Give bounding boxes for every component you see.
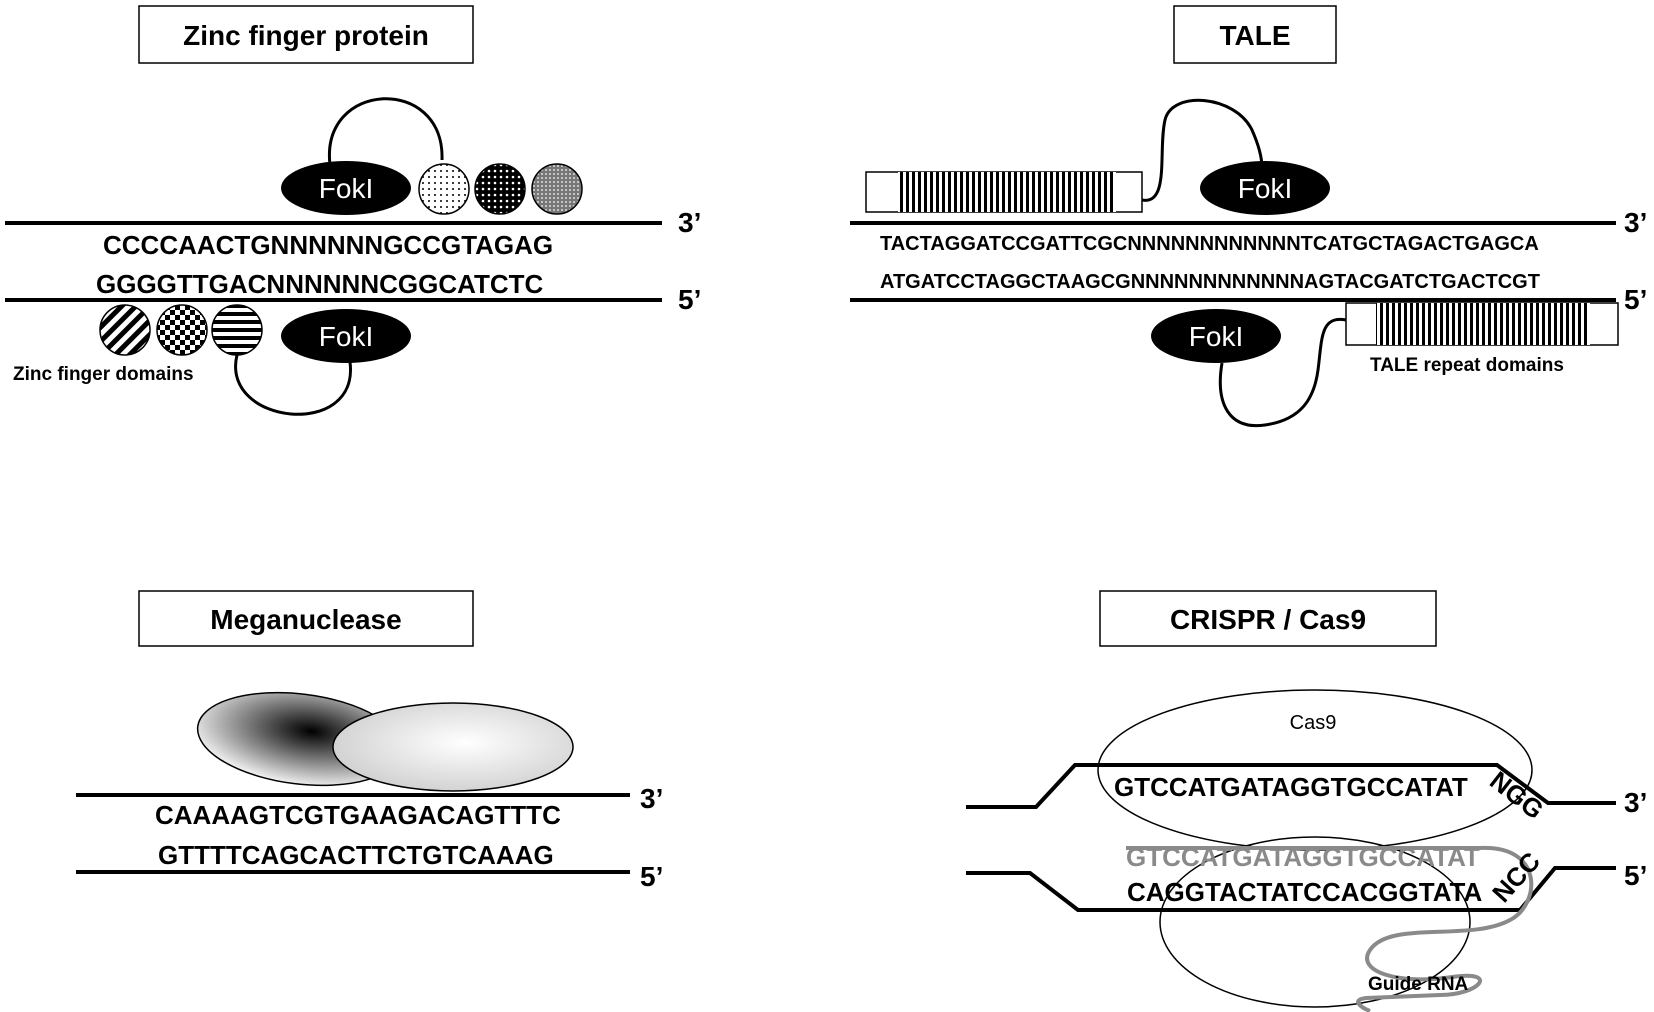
mega-end-top: 3’	[640, 783, 663, 814]
zinc-domain-label: Zinc finger domains	[13, 364, 194, 385]
zinc-title: Zinc finger protein	[183, 20, 429, 51]
crispr-title-box	[1099, 590, 1437, 647]
tale-title-box	[1173, 5, 1337, 64]
tale-seq-bottom: ATGATCCTAGGCTAAGCGNNNNNNNNNNNNAGTACGATCT…	[880, 271, 1540, 293]
tale-title: TALE	[1219, 20, 1290, 51]
tale-fok-bottom	[1151, 309, 1281, 363]
tale-repeat-stripes-bottom	[1376, 303, 1590, 345]
guide-rna-strand	[1126, 845, 1534, 1012]
tale-fok-bottom-label: FokI	[1189, 321, 1243, 352]
zinc-finger-domain-2	[474, 163, 526, 215]
crispr-end-top: 3’	[1624, 787, 1647, 818]
zinc-end-bottom: 5’	[678, 284, 701, 315]
zinc-end-top: 3’	[678, 207, 701, 238]
mega-title: Meganuclease	[210, 604, 401, 635]
zinc-finger-domain-1	[418, 163, 470, 215]
tale-panel: TALE FokI 3’ TACTAGGATCCGATTCGCNNNNNNNNN…	[850, 5, 1647, 428]
zinc-fok-top-label: FokI	[319, 173, 373, 204]
crispr-title: CRISPR / Cas9	[1170, 604, 1366, 635]
tale-bottom-linker	[1218, 317, 1347, 428]
cas9-label: Cas9	[1290, 712, 1337, 734]
zinc-title-box	[138, 5, 474, 64]
zinc-seq-bottom: GGGGTTGACNNNNNNCGGCATCTC	[96, 269, 543, 299]
cas9-lower-lobe	[1159, 836, 1471, 1008]
mega-seq-bottom: GTTTTCAGCACTTCTGTCAAAG	[158, 840, 554, 870]
crispr-seq-bottom: CAGGTACTATCCACGGTATA	[1127, 877, 1482, 907]
tale-fok-top	[1200, 161, 1330, 215]
tale-domain-label: TALE repeat domains	[1370, 355, 1564, 376]
crispr-strand-top	[966, 763, 1616, 809]
crispr-pam-top: NGG	[1484, 765, 1549, 825]
zinc-fok-bottom-label: FokI	[319, 321, 373, 352]
zinc-finger-domain-4	[99, 304, 151, 356]
crispr-strand-bottom	[966, 866, 1616, 912]
zinc-fok-top	[281, 161, 411, 215]
tale-end-bottom: 5’	[1624, 284, 1647, 315]
tale-top-linker	[1141, 98, 1264, 202]
crispr-pam-bottom: NCC	[1486, 846, 1546, 908]
mega-title-box	[138, 590, 474, 647]
zinc-finger-domain-5	[156, 304, 208, 356]
crispr-end-bottom: 5’	[1624, 860, 1647, 891]
tale-seq-top: TACTAGGATCCGATTCGCNNNNNNNNNNNNTCATGCTAGA…	[880, 233, 1539, 255]
zinc-finger-domain-3	[531, 163, 583, 215]
zinc-fok-bottom	[281, 309, 411, 363]
tale-end-top: 3’	[1624, 207, 1647, 238]
tale-fok-top-label: FokI	[1238, 173, 1292, 204]
tale-repeat-stripes-top	[898, 172, 1116, 212]
crispr-panel: CRISPR / Cas9 Cas9 3’ 5’ GTCCATGATAGGTGC…	[966, 590, 1647, 1012]
zinc-seq-top: CCCCAACTGNNNNNNGCCGTAGAG	[103, 230, 553, 260]
zinc-finger-domain-6	[211, 304, 263, 356]
mega-end-bottom: 5’	[640, 861, 663, 892]
zinc-finger-panel: Zinc finger protein FokI 3’ CCCCAACTGNNN…	[5, 5, 701, 416]
mega-seq-top: CAAAAGTCGTGAAGACAGTTTC	[155, 800, 561, 830]
meganuclease-panel: Meganuclease 3’ CAAAAGTCGTGAAGACAGTTTC G…	[76, 590, 663, 892]
guide-rna-label: Guide RNA	[1368, 974, 1469, 995]
mega-domain-light	[332, 702, 574, 792]
zinc-bottom-linker	[234, 354, 352, 416]
zinc-top-linker	[328, 97, 444, 166]
crispr-seq-top: GTCCATGATAGGTGCCATAT	[1114, 772, 1468, 802]
